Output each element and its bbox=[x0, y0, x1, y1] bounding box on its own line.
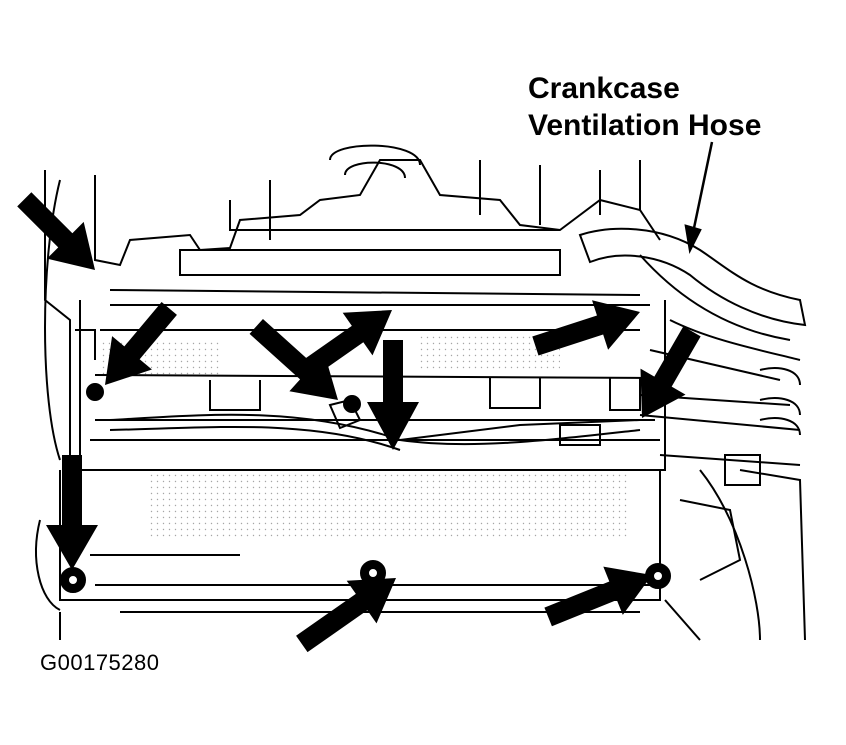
bolt-icon bbox=[645, 563, 671, 589]
callout-line-1: Crankcase bbox=[528, 72, 680, 105]
arrow-icon bbox=[640, 326, 701, 418]
line-art-texture bbox=[100, 335, 630, 540]
hose-callout-label: Crankcase Ventilation Hose bbox=[528, 70, 761, 144]
callout-line-2: Ventilation Hose bbox=[528, 109, 762, 142]
arrow-icon bbox=[532, 300, 640, 356]
arrow-icon bbox=[367, 340, 419, 450]
arrow-icon bbox=[17, 192, 95, 270]
pointer-arrows bbox=[17, 192, 701, 653]
arrow-icon bbox=[249, 318, 338, 400]
arrow-icon bbox=[296, 578, 396, 653]
figure-id: G00175280 bbox=[40, 650, 160, 675]
bolt-heads bbox=[60, 383, 671, 593]
arrow-icon bbox=[544, 566, 652, 627]
hose-leader-line bbox=[684, 141, 714, 254]
arrow-icon bbox=[46, 455, 98, 570]
engine-line-art bbox=[35, 144, 807, 641]
bolt-icon bbox=[60, 567, 86, 593]
arrow-icon bbox=[105, 301, 177, 385]
arrow-icon bbox=[300, 310, 392, 379]
bolt-icon bbox=[86, 383, 104, 401]
bolt-icon bbox=[343, 395, 361, 413]
